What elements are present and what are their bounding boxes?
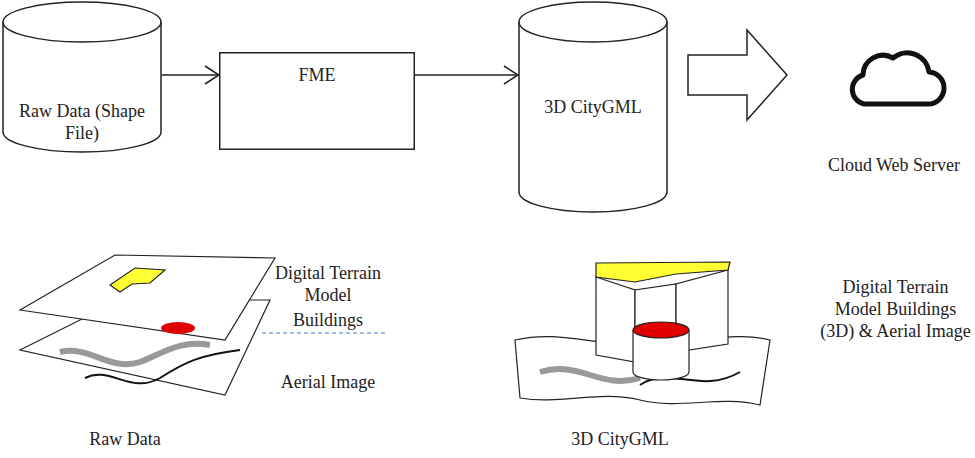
flow-arrow [162, 66, 219, 84]
annotation-label: Digital Terrain Model Buildings (3D) & A… [818, 276, 973, 342]
cloud-server: Cloud Web Server [815, 42, 973, 182]
node-text: 3D CityGML [530, 96, 656, 118]
node-text: Cloud Web Server [818, 154, 970, 176]
raw-data-layers [20, 255, 275, 395]
database-cylinder: Raw Data (Shape File) [2, 2, 162, 152]
annotation-label: Raw Data [70, 428, 180, 450]
annotation-label: Aerial Image [268, 371, 388, 393]
node-text: Raw Data (Shape File) [14, 100, 150, 144]
flow-arrow [415, 66, 518, 84]
node-text: FME [231, 64, 403, 86]
annotation-label: Digital Terrain Model [268, 262, 388, 306]
database-cylinder: 3D CityGML [518, 2, 668, 212]
annotation-label: Buildings [268, 309, 388, 331]
city-model [515, 262, 770, 405]
process-box: FME [219, 52, 415, 150]
annotation-label: 3D CityGML [555, 428, 685, 450]
block-arrow [688, 30, 787, 120]
